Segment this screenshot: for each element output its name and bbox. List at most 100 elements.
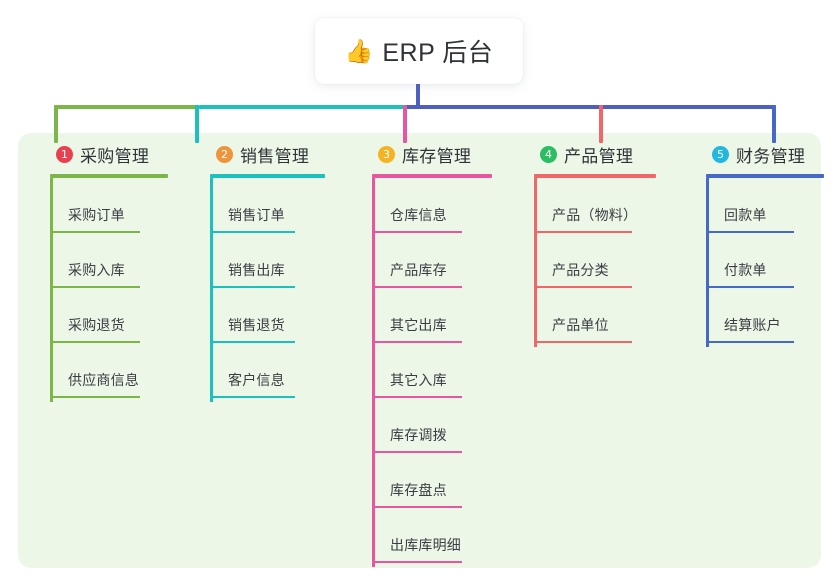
leaf-node[interactable]: 库存调拨: [360, 404, 492, 459]
column-number-badge: 5: [712, 145, 729, 163]
column-spine: [372, 178, 375, 567]
root-node-card[interactable]: 👍 ERP 后台: [315, 18, 523, 84]
leaf-node-rule: [50, 396, 140, 398]
leaf-node-label: 采购订单: [68, 207, 125, 223]
leaf-node-label: 其它入库: [390, 372, 447, 388]
leaf-node-label: 产品单位: [552, 317, 609, 333]
bus-segment-1: [54, 105, 199, 109]
column-number-badge: 4: [540, 145, 557, 163]
column-title: 销售管理: [240, 146, 310, 166]
leaf-node[interactable]: 结算账户: [694, 294, 824, 349]
leaf-node-rule: [706, 341, 794, 343]
leaf-node-rule: [534, 341, 632, 343]
column-5: 5 财务管理回款单付款单结算账户: [694, 141, 824, 349]
column-rule: [534, 174, 656, 178]
leaf-node-rule: [534, 231, 632, 233]
drop-connector-5: [772, 105, 776, 143]
column-1: 1 采购管理采购订单采购入库采购退货供应商信息: [38, 141, 168, 404]
leaf-node-rule: [210, 231, 295, 233]
leaf-node[interactable]: 出库库明细: [360, 514, 492, 569]
leaf-node[interactable]: 销售出库: [198, 239, 325, 294]
leaf-node[interactable]: 产品（物料）: [522, 184, 656, 239]
leaf-node-label: 其它出库: [390, 317, 447, 333]
leaf-node-label: 销售出库: [228, 262, 285, 278]
leaf-node[interactable]: 库存盘点: [360, 459, 492, 514]
leaf-node[interactable]: 客户信息: [198, 349, 325, 404]
thumbs-up-icon: 👍: [344, 37, 374, 64]
leaf-node-rule: [210, 286, 295, 288]
leaf-node[interactable]: 仓库信息: [360, 184, 492, 239]
leaf-node[interactable]: 回款单: [694, 184, 824, 239]
leaf-node[interactable]: 其它出库: [360, 294, 492, 349]
leaf-node-label: 回款单: [724, 207, 767, 223]
leaf-node[interactable]: 产品库存: [360, 239, 492, 294]
leaf-node-rule: [372, 451, 462, 453]
leaf-node-label: 销售订单: [228, 207, 285, 223]
column-header-1[interactable]: 1 采购管理: [38, 141, 168, 167]
leaf-node[interactable]: 采购入库: [38, 239, 168, 294]
leaf-node-label: 产品（物料）: [552, 207, 638, 223]
column-number-badge: 2: [216, 145, 233, 163]
column-item-list: 销售订单销售出库销售退货客户信息: [198, 178, 325, 404]
leaf-node[interactable]: 付款单: [694, 239, 824, 294]
column-rule: [210, 174, 325, 178]
bus-segment-3: [405, 105, 776, 109]
leaf-node[interactable]: 销售订单: [198, 184, 325, 239]
column-2: 2 销售管理销售订单销售出库销售退货客户信息: [198, 141, 325, 404]
leaf-node[interactable]: 产品单位: [522, 294, 656, 349]
column-rule: [372, 174, 492, 178]
leaf-node-rule: [706, 286, 794, 288]
trunk-connector: [416, 84, 420, 108]
leaf-node-label: 采购入库: [68, 262, 125, 278]
leaf-node-rule: [210, 396, 295, 398]
diagram-background-panel: [18, 133, 821, 568]
column-spine: [210, 178, 213, 402]
leaf-node-rule: [534, 286, 632, 288]
column-rule: [706, 174, 824, 178]
leaf-node-label: 销售退货: [228, 317, 285, 333]
leaf-node-label: 库存盘点: [390, 482, 447, 498]
leaf-node-label: 产品分类: [552, 262, 609, 278]
leaf-node-rule: [210, 341, 295, 343]
leaf-node[interactable]: 采购订单: [38, 184, 168, 239]
column-spine: [706, 178, 709, 347]
column-item-list: 回款单付款单结算账户: [694, 178, 824, 349]
leaf-node[interactable]: 其它入库: [360, 349, 492, 404]
column-item-list: 采购订单采购入库采购退货供应商信息: [38, 178, 168, 404]
leaf-node[interactable]: 产品分类: [522, 239, 656, 294]
leaf-node-rule: [372, 561, 462, 563]
drop-connector-2: [195, 105, 199, 143]
column-title: 产品管理: [564, 146, 634, 166]
column-item-list: 产品（物料） 产品分类产品单位: [522, 178, 656, 349]
column-header-2[interactable]: 2 销售管理: [198, 141, 325, 167]
column-spine: [50, 178, 53, 402]
leaf-node-label: 结算账户: [724, 317, 781, 333]
leaf-node[interactable]: 采购退货: [38, 294, 168, 349]
drop-connector-1: [54, 105, 58, 143]
leaf-node-rule: [372, 286, 462, 288]
column-header-5[interactable]: 5 财务管理: [694, 141, 824, 167]
leaf-node-label: 付款单: [724, 262, 767, 278]
leaf-node-rule: [372, 396, 462, 398]
column-4: 4 产品管理产品（物料） 产品分类产品单位: [522, 141, 656, 349]
drop-connector-4: [599, 105, 603, 143]
bus-segment-2: [199, 105, 405, 109]
leaf-node[interactable]: 销售退货: [198, 294, 325, 349]
column-number-badge: 1: [56, 145, 73, 163]
leaf-node-rule: [50, 341, 140, 343]
column-title: 采购管理: [80, 146, 150, 166]
column-item-list: 仓库信息产品库存其它出库其它入库库存调拨库存盘点出库库明细: [360, 178, 492, 569]
leaf-node-label: 采购退货: [68, 317, 125, 333]
leaf-node-label: 库存调拨: [390, 427, 447, 443]
leaf-node-label: 仓库信息: [390, 207, 447, 223]
column-title: 库存管理: [402, 146, 472, 166]
leaf-node-label: 产品库存: [390, 262, 447, 278]
column-header-4[interactable]: 4 产品管理: [522, 141, 656, 167]
leaf-node-rule: [372, 341, 462, 343]
column-title: 财务管理: [736, 146, 806, 166]
leaf-node[interactable]: 供应商信息: [38, 349, 168, 404]
drop-connector-3: [403, 105, 407, 143]
leaf-node-rule: [50, 231, 140, 233]
